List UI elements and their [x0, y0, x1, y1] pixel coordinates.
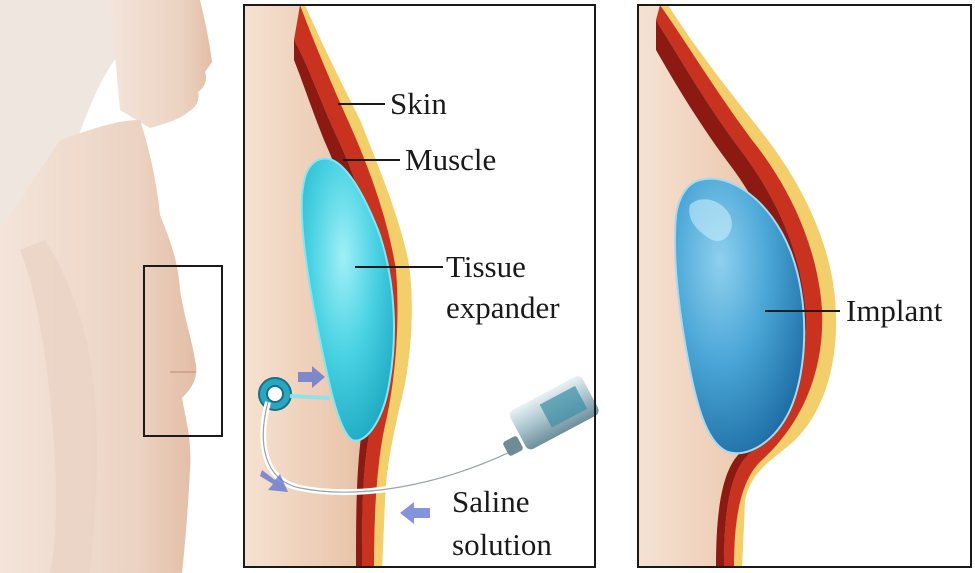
label-tissue-line1: Tissue [446, 249, 526, 284]
label-implant: Implant [846, 293, 943, 328]
label-saline-line1: Saline [452, 484, 530, 519]
label-tissue-line2: expander [446, 290, 560, 325]
head [110, 0, 212, 128]
side-profile-figure [0, 0, 222, 573]
label-saline-line2: solution [452, 527, 552, 562]
panel-tissue-expander: Skin Muscle Tissue expander Saline solut… [244, 5, 601, 567]
label-muscle: Muscle [405, 142, 496, 177]
torso [0, 120, 196, 573]
panel-implant: Implant [638, 5, 971, 567]
label-skin: Skin [390, 86, 447, 121]
